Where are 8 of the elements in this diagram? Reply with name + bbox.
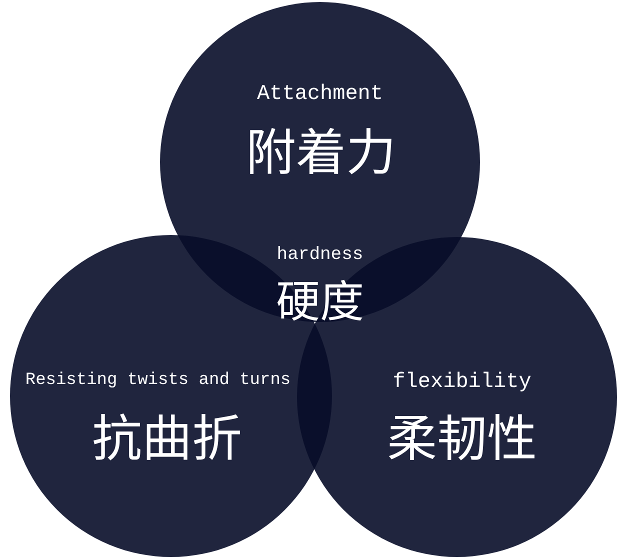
- center-chinese-term: 硬度: [276, 276, 364, 320]
- chinese-term: 抗曲折: [92, 410, 242, 460]
- chinese-term: 附着力: [246, 124, 396, 174]
- center-english-term: hardness: [276, 246, 364, 264]
- chinese-term: 柔韧性: [387, 410, 537, 460]
- english-term: flexibility: [392, 372, 532, 393]
- english-term: Attachment: [256, 84, 384, 105]
- english-term: Resisting twists and turns: [25, 372, 291, 389]
